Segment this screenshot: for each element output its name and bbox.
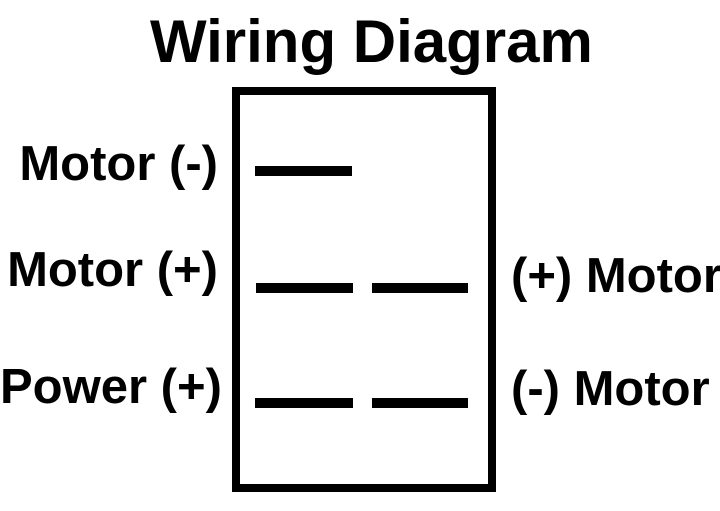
label-motor-minus: Motor (-) [19, 137, 218, 191]
terminal-bar-row2-left [256, 283, 353, 293]
terminal-bar-row2-right [372, 283, 468, 293]
label-minus-motor: (-) Motor [511, 362, 710, 416]
switch-body-outline [232, 87, 496, 492]
terminal-bar-row1-left [255, 166, 352, 176]
label-power-plus: Power (+) [0, 360, 222, 414]
diagram-title: Wiring Diagram [150, 8, 593, 75]
terminal-bar-row3-right [372, 398, 468, 408]
label-plus-motor: (+) Motor [511, 249, 720, 303]
label-motor-plus: Motor (+) [7, 243, 218, 297]
terminal-bar-row3-left [255, 398, 353, 408]
